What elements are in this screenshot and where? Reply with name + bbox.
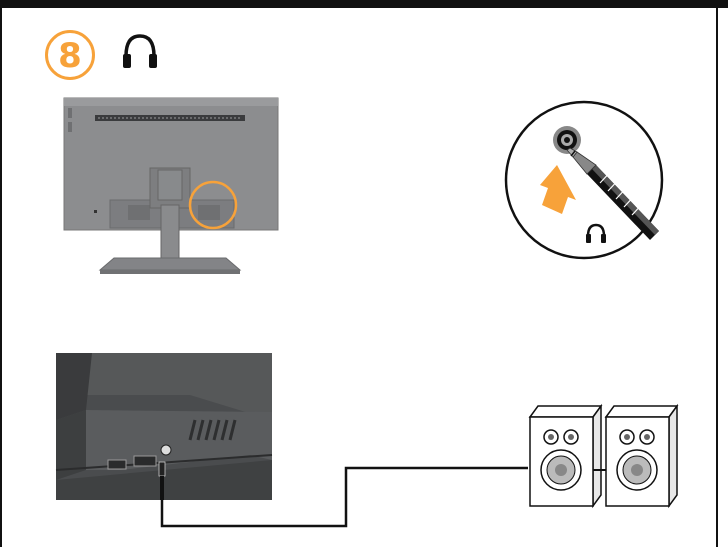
step-number-badge: 8 [45,30,95,80]
monitor-port-closeup [55,353,273,500]
headphone-jack-port [553,126,581,154]
audio-plug [566,147,659,240]
audio-cable [160,466,528,528]
jack-insertion-inset [504,100,664,260]
top-border [0,0,728,8]
headphones-icon [586,223,606,243]
speaker-right [604,403,679,509]
vent-slots [95,115,245,121]
insert-arrow [540,165,576,214]
hdmi-port [133,455,157,467]
right-border [716,8,728,547]
audio-port [160,444,172,456]
speaker-left [528,403,603,509]
step-number: 8 [58,36,82,76]
headphones-icon [123,34,157,68]
hdmi-port [107,459,127,470]
vent-grille [188,419,237,441]
monitor-rear-view [63,97,279,274]
audio-port-highlight [188,180,238,230]
